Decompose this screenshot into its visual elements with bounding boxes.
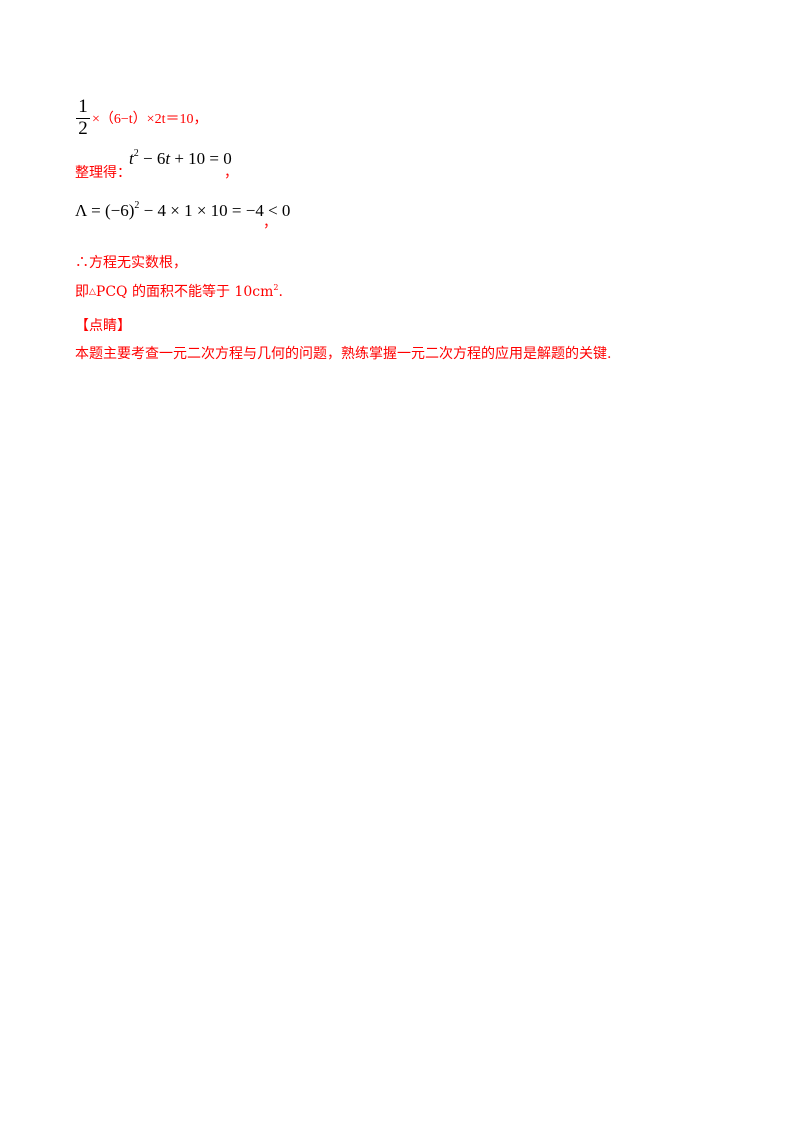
discriminant-equation: Λ = (−6)2 − 4 × 1 × 10 = −4 < 0	[75, 200, 290, 221]
no-real-roots-text: ∴方程无实数根，	[75, 255, 187, 271]
equation-middle: − 6	[138, 149, 166, 168]
triangle-symbol: △	[89, 287, 96, 297]
comma: ，	[224, 166, 238, 181]
area-expression: ×（6−t）×2t＝10，	[92, 112, 208, 127]
equation-end: + 10 = 0	[170, 149, 232, 168]
fraction-numerator: 1	[78, 96, 88, 117]
conclusion-pre: 即	[75, 284, 89, 300]
fraction-denominator: 2	[78, 118, 88, 139]
conclusion-end: .	[278, 284, 283, 300]
exponent: 2	[134, 200, 140, 211]
comma: ，	[263, 216, 277, 231]
discriminant-start: Λ = (−6)	[75, 201, 135, 220]
quadratic-equation: t2 − 6t + 10 = 0	[129, 148, 232, 169]
comment-heading: 【点睛】	[75, 318, 131, 334]
discriminant-rest: − 4 × 1 × 10 = −4 < 0	[139, 201, 291, 220]
fraction-bar	[76, 118, 90, 119]
exponent: 2	[133, 148, 139, 159]
comment-text: 本题主要考查一元二次方程与几何的问题，熟练掌握一元二次方程的应用是解题的关键.	[75, 346, 612, 362]
conclusion-text: 即△PCQ 的面积不能等于 10cm2.	[75, 281, 283, 301]
exponent: 2	[273, 283, 279, 292]
var-t-2: t	[165, 149, 171, 168]
simplify-label: 整理得：	[75, 165, 131, 181]
conclusion-mid: PCQ 的面积不能等于 10cm	[95, 284, 274, 300]
var-t: t	[129, 149, 134, 168]
